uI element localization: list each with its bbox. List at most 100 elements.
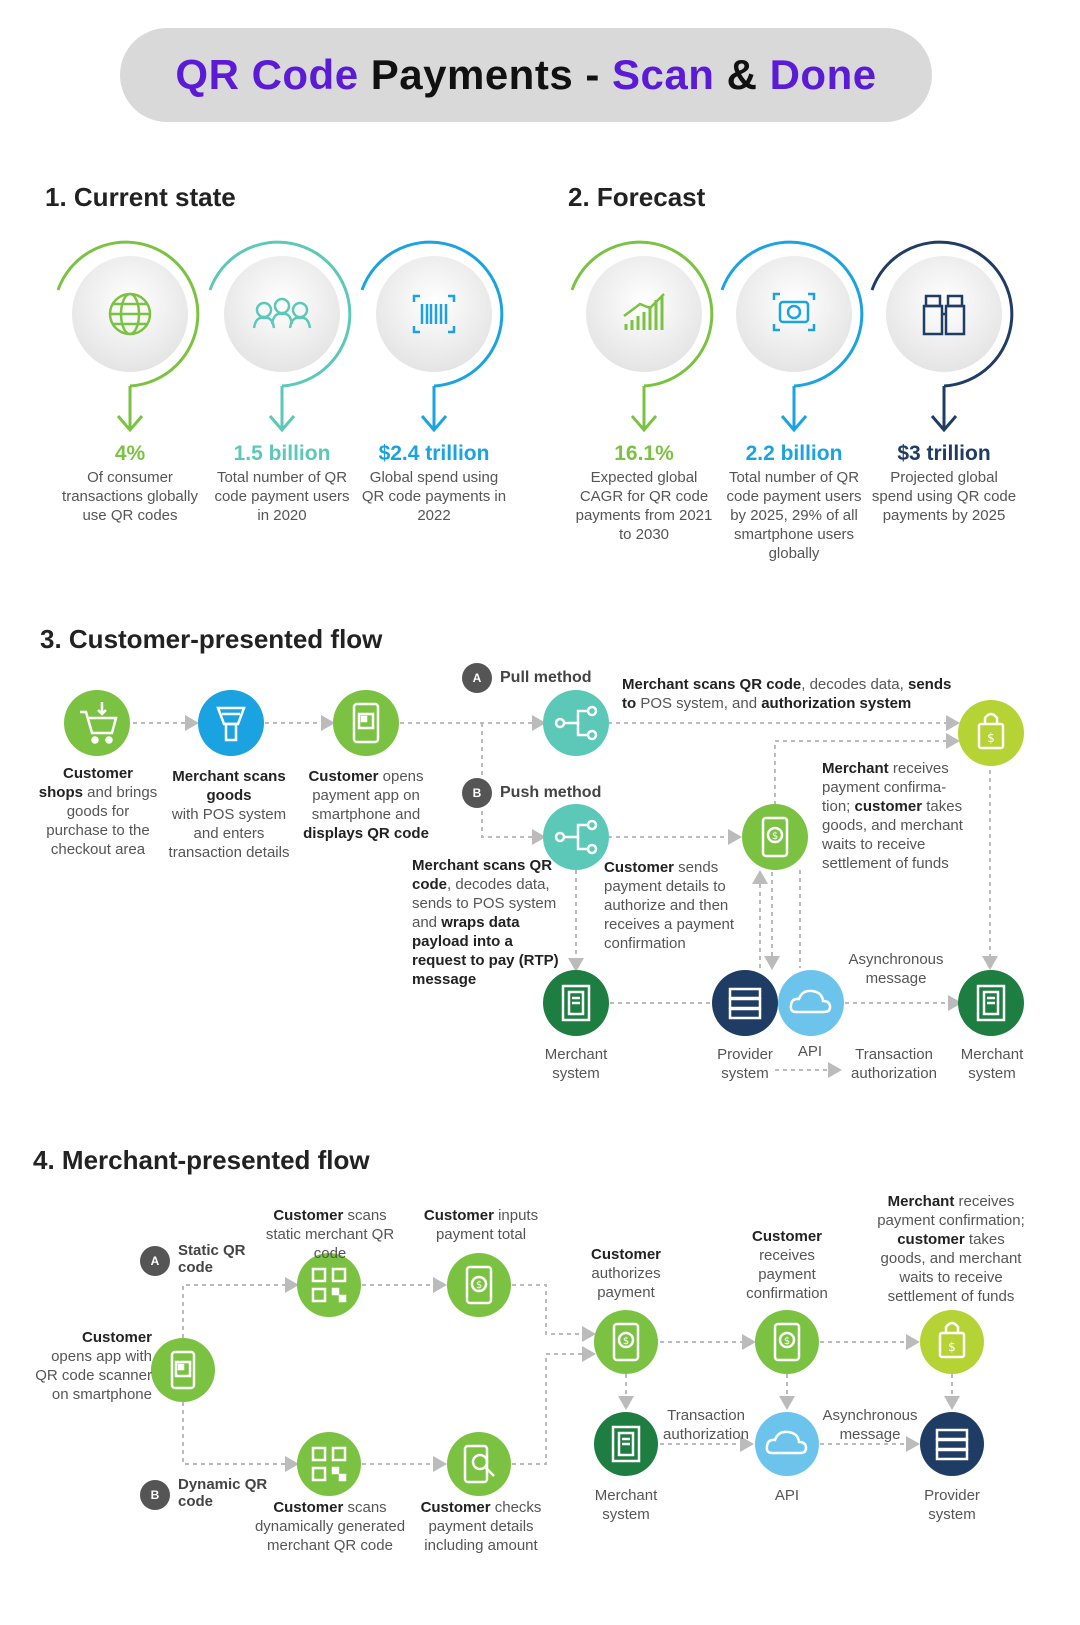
svg-text:$: $	[772, 831, 778, 842]
ring-globe	[56, 240, 200, 433]
merchant-receives-description: Merchant receives payment confirma-tion;…	[822, 760, 963, 872]
ring-growth	[570, 240, 714, 433]
provider-system-label: Provider system	[717, 1046, 773, 1082]
pull-description: Merchant scans QR code, decodes data, se…	[622, 676, 952, 712]
push-badge: B	[462, 778, 492, 808]
merchant-system-node-2	[958, 970, 1024, 1036]
checks-details-text: Customer checks payment details includin…	[420, 1499, 542, 1554]
merchant-receives-text: Merchant receives payment confirmation; …	[877, 1193, 1025, 1305]
ring-camera	[720, 240, 864, 433]
stat-current-2: 1.5 billion Total number of QR code paym…	[214, 442, 350, 524]
phone-qr-icon	[352, 702, 380, 744]
pull-method-label: Pull method	[500, 669, 592, 686]
share-icon	[554, 819, 598, 855]
scanner-node	[198, 690, 264, 756]
svg-text:$: $	[987, 731, 995, 745]
server-icon	[561, 984, 591, 1022]
phone-payment-icon: $	[773, 1322, 801, 1362]
dynamic-qr-label: Dynamic QR code	[178, 1476, 268, 1510]
barcode-icon	[412, 294, 456, 334]
async-message-label-2: Asynchronous message	[822, 1407, 918, 1443]
input-total-node: $	[447, 1253, 511, 1317]
cloud-icon	[789, 989, 832, 1014]
stats-rings-graphic	[56, 240, 1014, 433]
transaction-authorization-label: Transaction authorization	[851, 1046, 937, 1082]
phone-payment-icon: $	[612, 1322, 640, 1362]
phone-payment-icon: $	[465, 1265, 493, 1305]
merchant-system-node-3	[594, 1412, 658, 1476]
binoculars-icon	[922, 294, 966, 336]
push-share-node	[543, 804, 609, 870]
authorize-node: $	[594, 1310, 658, 1374]
stat-forecast-2: 2.2 billion Total number of QR code paym…	[726, 442, 862, 562]
inputs-total-text: Customer inputs payment total	[423, 1207, 539, 1243]
async-message-label: Asynchronous message	[848, 951, 944, 987]
stat-current-1: 4% Of consumer transactions globally use…	[62, 442, 198, 524]
ring-barcode	[360, 240, 504, 433]
api-label: API	[797, 1043, 823, 1060]
confirmation-node: $	[755, 1310, 819, 1374]
static-qr-node	[297, 1253, 361, 1317]
growth-chart-icon	[623, 293, 665, 330]
customer-scanner-node	[151, 1338, 215, 1402]
section-title-current-state: 1. Current state	[45, 182, 236, 212]
provider-system-node-2	[920, 1412, 984, 1476]
shopping-bag-icon: $	[938, 1321, 966, 1359]
shopping-bag-node-2: $	[920, 1310, 984, 1374]
check-details-node	[447, 1432, 511, 1496]
database-icon	[728, 987, 762, 1020]
customer-phone-node: $	[742, 804, 808, 870]
svg-text:$: $	[476, 1280, 482, 1291]
cloud-icon	[765, 1430, 808, 1455]
ring-people	[208, 240, 352, 433]
static-qr-label: Static QR code	[178, 1242, 246, 1276]
share-icon	[554, 705, 598, 741]
merchant-system-node	[543, 970, 609, 1036]
section-title-merchant-presented: 4. Merchant-presented flow	[33, 1145, 370, 1175]
database-icon	[935, 1428, 969, 1461]
customer-sends-description: Customer sends payment details to author…	[604, 859, 735, 952]
ring-binoculars	[870, 240, 1014, 433]
phone-qr-icon	[170, 1350, 196, 1390]
shopping-cart-icon	[80, 702, 118, 744]
static-badge: A	[140, 1246, 170, 1276]
phone-qr-node	[333, 690, 399, 756]
svg-text:$: $	[948, 1340, 956, 1354]
globe-icon	[108, 292, 152, 336]
section-title-customer-presented: 3. Customer-presented flow	[40, 624, 383, 654]
svg-text:$: $	[623, 1336, 629, 1347]
qr-code-icon	[311, 1267, 347, 1303]
stat-forecast-1: 16.1% Expected global CAGR for QR code p…	[575, 442, 713, 543]
svg-text:$: $	[784, 1336, 790, 1347]
pull-badge: A	[462, 663, 492, 693]
shopping-bag-icon: $	[977, 712, 1005, 750]
server-icon	[976, 984, 1006, 1022]
dynamic-scan-text: Customer scans dynamically generated mer…	[254, 1499, 406, 1554]
api-cloud-node-2	[755, 1412, 819, 1476]
transaction-authorization-label-2: Transaction authorization	[663, 1407, 749, 1443]
provider-system-label-2: Provider system	[924, 1487, 980, 1523]
shopping-cart-node	[64, 690, 130, 756]
section-title-forecast: 2. Forecast	[568, 182, 706, 212]
merchant-system-label-3: Merchant system	[594, 1487, 658, 1523]
people-icon	[252, 297, 312, 329]
api-label-2: API	[774, 1487, 800, 1504]
dynamic-badge: B	[140, 1480, 170, 1510]
step-customer-displays-qr: Customer opens payment app on smartphone…	[303, 768, 429, 842]
merchant-system-label: Merchant system	[544, 1046, 608, 1082]
server-icon	[611, 1425, 641, 1463]
phone-payment-icon: $	[761, 816, 789, 858]
page-title: QR Code Payments - Scan & Done	[120, 28, 932, 122]
merchant-system-label-2: Merchant system	[960, 1046, 1024, 1082]
static-scan-text: Customer scans static merchant QR code	[265, 1207, 395, 1262]
pull-share-node	[543, 690, 609, 756]
push-method-label: Push method	[500, 784, 602, 801]
shopping-bag-node: $	[958, 700, 1024, 766]
